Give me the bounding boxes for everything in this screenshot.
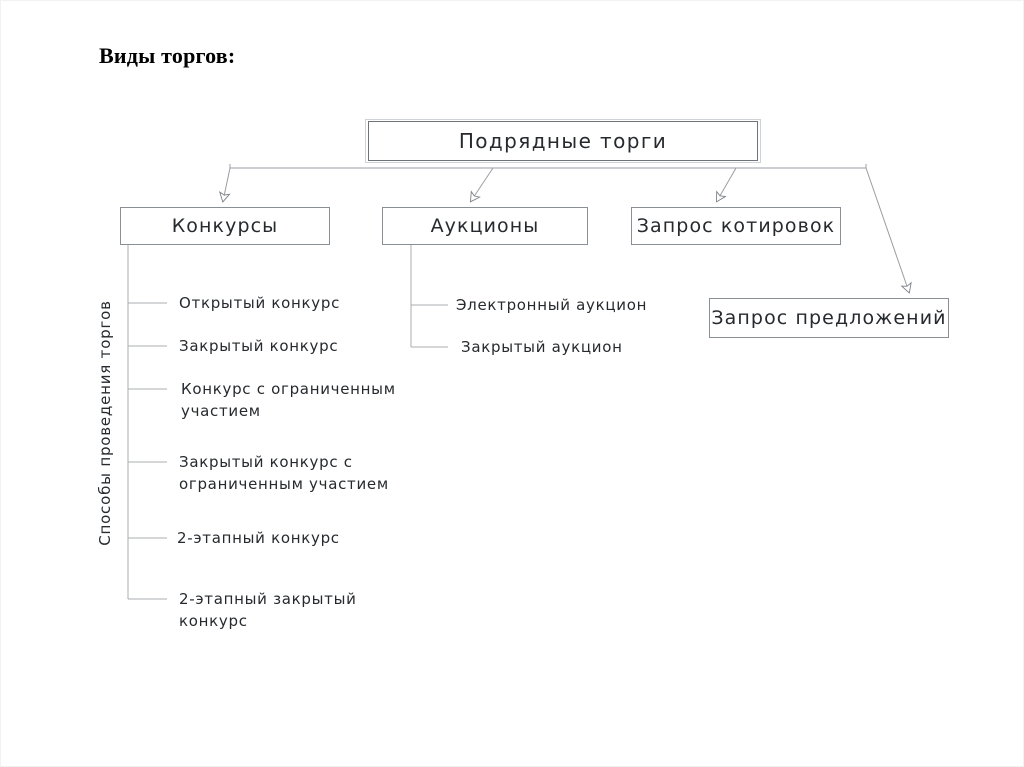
auktsiony-tree (410, 245, 448, 348)
node-zapros-kotirovok[interactable]: Запрос котировок (631, 207, 841, 245)
axis-label-sposoby-provedeniya-torgov: Способы проведения торгов (96, 300, 114, 546)
node-root-inner: Подрядные торги (368, 121, 758, 161)
branch-auktsiony (469, 167, 494, 203)
node-konkursy-label: Конкурсы (171, 215, 279, 237)
branch-predlozheniy (865, 167, 912, 294)
list-item: Закрытый конкурс с ограниченным участием (179, 453, 389, 493)
list-item: Открытый конкурс (179, 294, 341, 312)
node-zapros-predlozheniy[interactable]: Запрос предложений (709, 298, 949, 338)
list-item: 2-этапный закрытый конкурс (179, 590, 357, 630)
node-zapros-kotirovok-label: Запрос котировок (636, 215, 836, 237)
node-podryadnye-torgi[interactable]: Подрядные торги (365, 119, 761, 163)
list-item: Закрытый аукцион (461, 338, 623, 356)
node-konkursy[interactable]: Конкурсы (120, 207, 330, 245)
branch-kotirovok (716, 167, 737, 203)
list-item: Конкурс с ограниченным участием (181, 380, 396, 420)
list-item: Электронный аукцион (456, 296, 648, 314)
branch-konkursy (218, 167, 231, 203)
node-auktsiony[interactable]: Аукционы (382, 207, 588, 245)
konkursy-tree (127, 245, 167, 600)
list-item: 2-этапный конкурс (177, 529, 340, 547)
node-root-label: Подрядные торги (458, 129, 668, 153)
page-title: Виды торгов: (99, 43, 236, 68)
node-zapros-predlozheniy-label: Запрос предложений (711, 307, 947, 329)
list-item: Закрытый конкурс (179, 337, 339, 355)
root-spine (229, 164, 867, 169)
node-auktsiony-label: Аукционы (430, 215, 540, 237)
